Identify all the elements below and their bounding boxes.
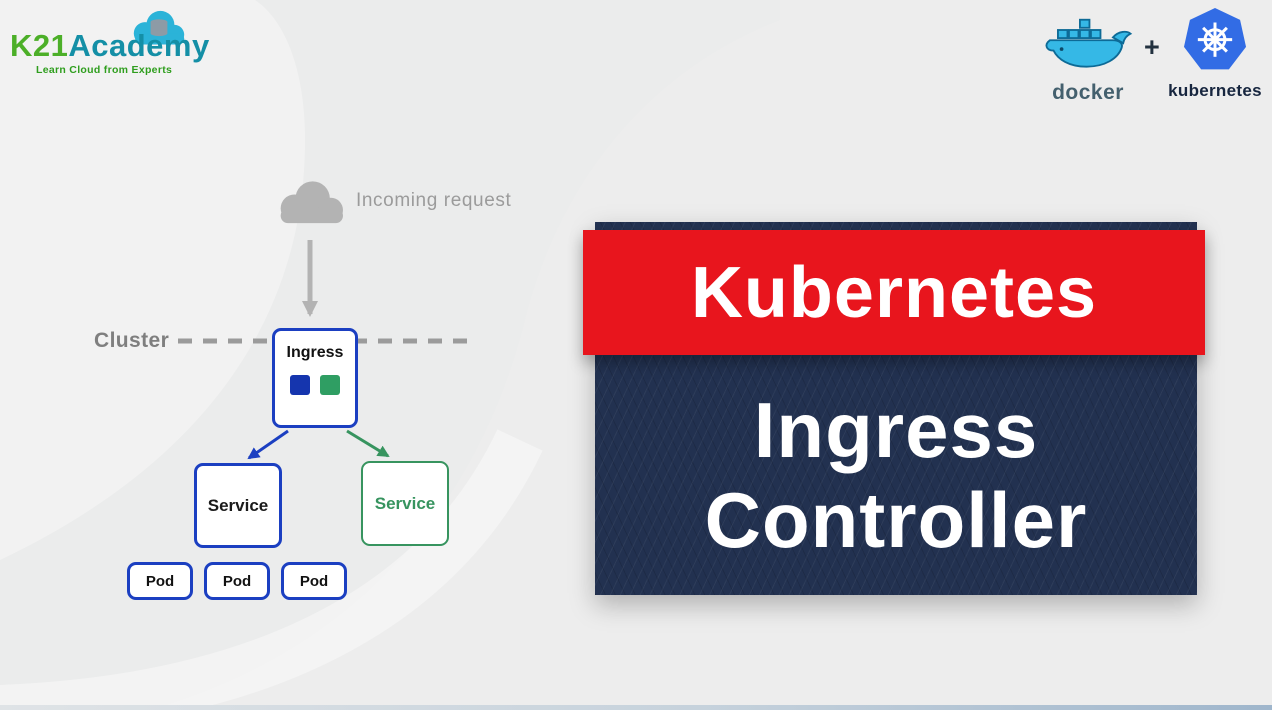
banner-subtitle-line1: Ingress (753, 385, 1039, 474)
kubernetes-label: kubernetes (1168, 81, 1262, 100)
green-backend-square-icon (320, 375, 340, 395)
incoming-request-cloud-icon (270, 174, 352, 228)
pod-2-label: Pod (222, 572, 252, 590)
plus-sign: + (1144, 32, 1160, 62)
logo-tagline: Learn Cloud from Experts (36, 64, 173, 76)
ingress-backends (290, 375, 340, 395)
banner-headline: Kubernetes (690, 252, 1098, 333)
ingress-to-blue-service-arrow (247, 429, 289, 460)
docker-logo: docker (1036, 8, 1140, 105)
cluster-label: Cluster (94, 329, 170, 352)
pod-box-1: Pod (127, 562, 193, 600)
service-box-green: Service (361, 461, 449, 546)
ingress-to-green-service-arrow (346, 429, 390, 458)
service-green-label: Service (374, 493, 436, 513)
ingress-box: Ingress (272, 328, 358, 428)
pod-1-label: Pod (145, 572, 175, 590)
service-blue-label: Service (207, 495, 269, 515)
pod-box-2: Pod (204, 562, 270, 600)
k21academy-logo: K21Academy Learn Cloud from Experts (8, 4, 218, 84)
logo-wordmark: K21Academy (10, 28, 210, 64)
banner-headline-strip: Kubernetes (583, 230, 1205, 355)
logo-text-k21: K21 (10, 28, 69, 63)
bottom-accent-strip (0, 705, 1272, 710)
docker-whale-icon (1038, 8, 1138, 74)
ingress-box-label: Ingress (286, 344, 344, 361)
pod-box-3: Pod (281, 562, 347, 600)
logo-text-academy: Academy (68, 28, 210, 63)
kubernetes-logo: kubernetes (1166, 6, 1264, 101)
docker-label: docker (1052, 81, 1124, 104)
service-box-blue: Service (194, 463, 282, 548)
tech-logos: docker + kubernetes (1036, 6, 1264, 105)
banner-subtitle: Ingress Controller (595, 355, 1197, 595)
k21-cloud-icon (124, 4, 194, 50)
blue-backend-square-icon (290, 375, 310, 395)
incoming-request-label: Incoming request (356, 190, 512, 211)
kubernetes-helm-icon (1182, 6, 1248, 72)
banner-subtitle-line2: Controller (704, 476, 1088, 564)
pod-3-label: Pod (299, 572, 329, 590)
